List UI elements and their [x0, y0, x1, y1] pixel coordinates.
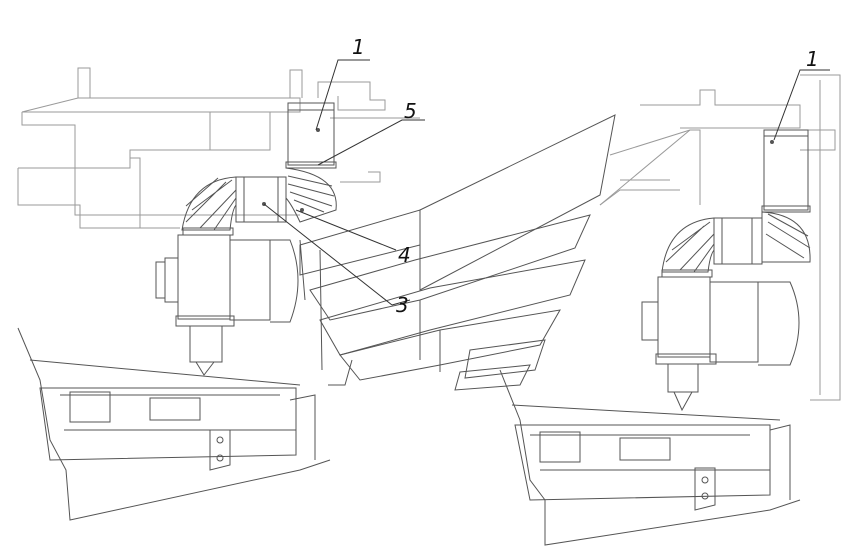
- right-elbow-right: [761, 211, 811, 263]
- left-middle-pipe: [235, 176, 287, 223]
- leader-lines: [263, 59, 830, 306]
- leader-1-right: [773, 69, 830, 141]
- right-frame-structure: [599, 74, 841, 401]
- callout-1-left: 1: [352, 35, 365, 59]
- callout-5: 5: [404, 99, 417, 123]
- right-filter-housing: [641, 276, 800, 412]
- callout-4: 4: [398, 243, 411, 267]
- leader-5: [317, 119, 425, 166]
- leader-3-a: [263, 203, 393, 306]
- right-vertical-pipe: [761, 129, 811, 213]
- left-elbow-left: [181, 176, 237, 236]
- leader-3-b: [391, 299, 411, 306]
- right-chassis: [499, 369, 801, 546]
- center-detail-view: [299, 114, 616, 391]
- leader-1-left: [315, 59, 370, 131]
- callout-3: 3: [396, 293, 409, 317]
- left-chassis: [17, 327, 331, 521]
- left-frame-structure: [17, 67, 420, 229]
- right-assembly: [499, 74, 841, 546]
- right-middle-pipe: [713, 217, 763, 265]
- left-filter-housing: [155, 234, 299, 376]
- leader-4: [295, 209, 397, 251]
- left-elbow-right: [285, 167, 337, 223]
- left-assembly: [17, 67, 420, 521]
- left-vertical-pipe: [285, 102, 337, 169]
- right-elbow-left: [661, 217, 715, 278]
- callout-1-right: 1: [806, 47, 819, 71]
